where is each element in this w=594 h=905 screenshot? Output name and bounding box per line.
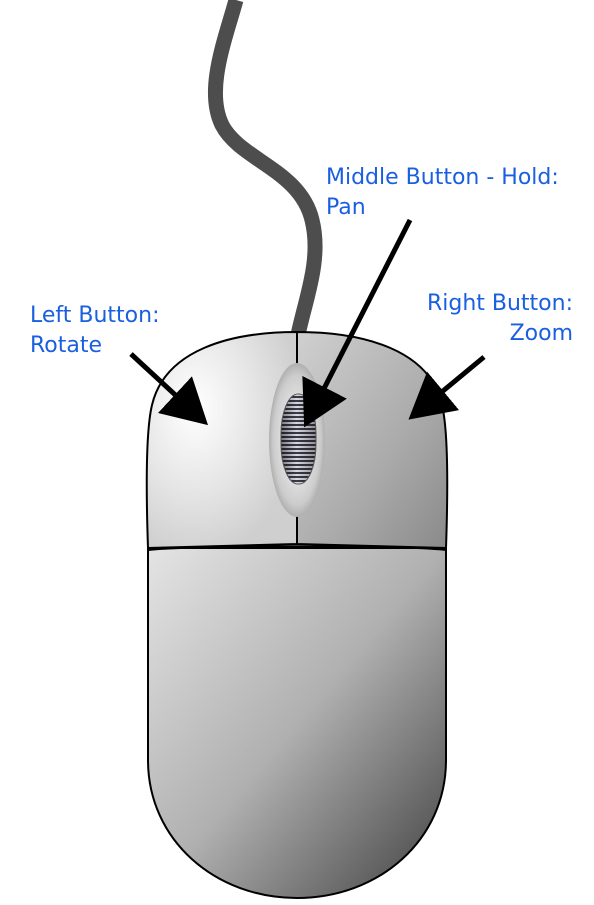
mouse-cable bbox=[207, 0, 323, 337]
middle-arrow-icon bbox=[302, 218, 413, 428]
mouse-body bbox=[147, 547, 447, 900]
right-button-label-title: Right Button: bbox=[426, 291, 573, 316]
left-arrow-icon bbox=[129, 352, 209, 426]
left-button-label: Left Button: Rotate bbox=[30, 301, 160, 361]
left-button-label-title: Left Button: bbox=[30, 303, 160, 328]
scroll-wheel-icon[interactable] bbox=[280, 393, 317, 485]
right-arrow-icon bbox=[408, 355, 486, 420]
middle-button-label-action: Pan bbox=[326, 195, 366, 220]
middle-button-label-title: Middle Button - Hold: bbox=[326, 165, 559, 190]
right-button-label-action: Zoom bbox=[509, 321, 573, 346]
right-button-label: Right Button: Zoom bbox=[427, 289, 573, 349]
left-button-label-action: Rotate bbox=[30, 333, 103, 358]
middle-button-label: Middle Button - Hold: Pan bbox=[326, 163, 559, 223]
body-divider bbox=[147, 545, 447, 551]
